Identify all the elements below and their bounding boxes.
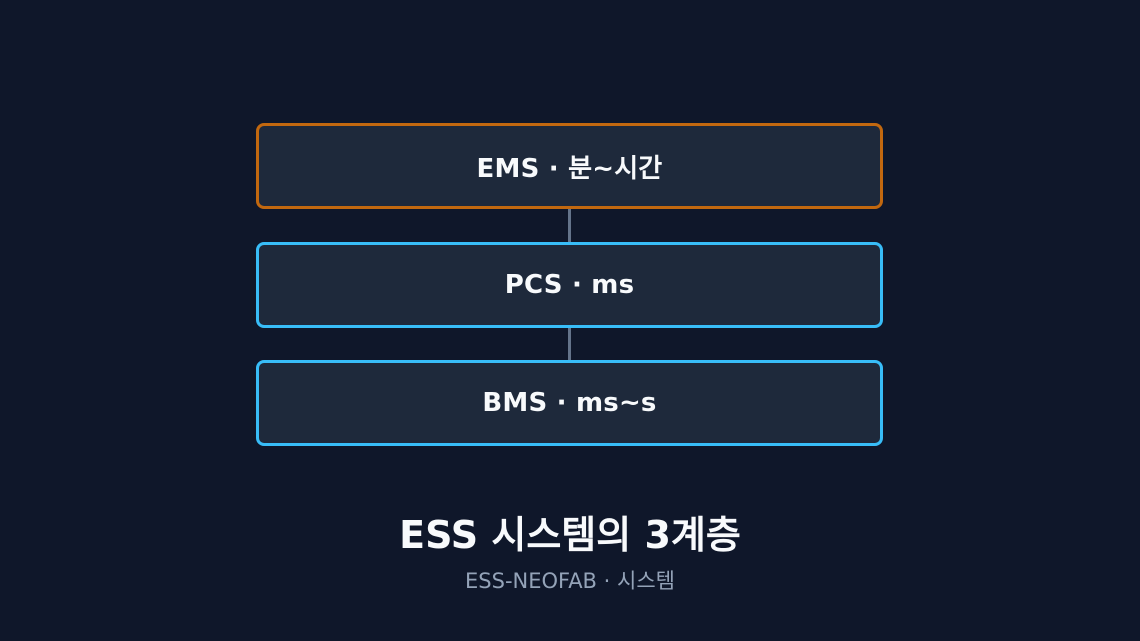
ems-layer-label: EMS · 분~시간 [476,153,663,184]
pcs-layer-box: PCS · ms [256,242,883,328]
ems-pcs-connector [568,209,571,242]
diagram-subtitle: ESS-NEOFAB · 시스템 [465,569,675,593]
pcs-bms-connector [568,328,571,360]
ems-layer-box: EMS · 분~시간 [256,123,883,209]
pcs-layer-label: PCS · ms [504,270,635,300]
diagram-title: ESS 시스템의 3계층 [399,513,741,557]
bms-layer-box: BMS · ms~s [256,360,883,446]
bms-layer-label: BMS · ms~s [482,388,657,418]
